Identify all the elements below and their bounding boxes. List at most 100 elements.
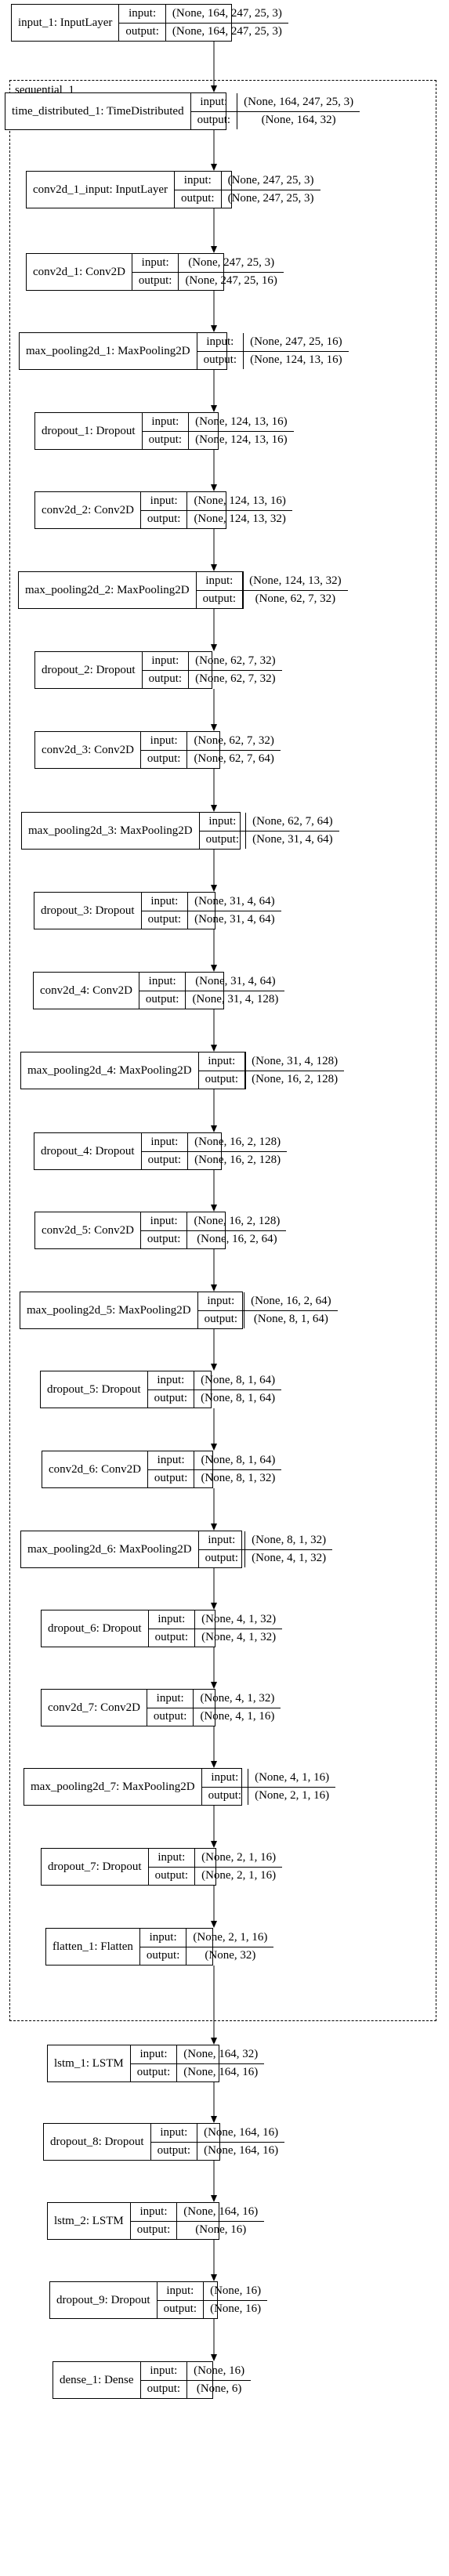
arrowhead-icon bbox=[211, 2354, 217, 2361]
port-labels: input:output: bbox=[196, 572, 244, 608]
port-labels: input:output: bbox=[119, 5, 166, 41]
layer-name: conv2d_4: Conv2D bbox=[34, 973, 139, 1009]
input-port-label: input: bbox=[157, 2282, 204, 2301]
shape-values: (None, 124, 13, 16)(None, 124, 13, 32) bbox=[187, 492, 292, 528]
output-shape: (None, 16, 2, 64) bbox=[197, 1233, 277, 1246]
layer-name: dense_1: Dense bbox=[53, 2362, 141, 2398]
port-labels: input:output: bbox=[141, 1133, 189, 1169]
input-shape: (None, 4, 1, 32) bbox=[194, 1690, 281, 1708]
shape-values: (None, 164, 16)(None, 164, 16) bbox=[197, 2124, 285, 2160]
shape-values: (None, 16, 2, 128)(None, 16, 2, 128) bbox=[188, 1133, 288, 1169]
input-shape: (None, 4, 1, 32) bbox=[195, 1610, 283, 1629]
input-shape: (None, 16) bbox=[204, 2282, 268, 2301]
arrowhead-icon bbox=[211, 2274, 217, 2281]
output-port-label: output: bbox=[147, 752, 181, 766]
layer-name: conv2d_2: Conv2D bbox=[35, 492, 141, 528]
layer-name: max_pooling2d_4: MaxPooling2D bbox=[21, 1053, 199, 1089]
input-shape: (None, 16, 2, 128) bbox=[187, 1212, 287, 1231]
output-port-label: output: bbox=[146, 1949, 180, 1962]
port-labels: input:output: bbox=[141, 893, 189, 929]
arrowhead-icon bbox=[211, 2116, 217, 2123]
input-port-label: input: bbox=[140, 492, 187, 511]
input-shape: (None, 247, 25, 3) bbox=[221, 172, 320, 190]
shape-values: (None, 247, 25, 3)(None, 247, 25, 16) bbox=[179, 254, 284, 290]
port-labels: input:output: bbox=[147, 1371, 195, 1408]
layer-name: max_pooling2d_3: MaxPooling2D bbox=[22, 813, 200, 849]
arrowhead-icon bbox=[211, 325, 217, 332]
output-port-label: output: bbox=[208, 1789, 242, 1802]
arrowhead-icon bbox=[211, 1682, 217, 1689]
output-shape: (None, 8, 1, 32) bbox=[201, 1472, 276, 1485]
output-port-label: output: bbox=[205, 833, 240, 846]
output-port-label: output: bbox=[204, 1313, 238, 1326]
input-shape: (None, 62, 7, 32) bbox=[189, 652, 282, 671]
arrowhead-icon bbox=[211, 1841, 217, 1848]
output-shape: (None, 247, 25, 3) bbox=[227, 192, 314, 205]
port-labels: input: output: bbox=[140, 492, 188, 528]
arrowhead-icon bbox=[211, 1045, 217, 1052]
port-labels: input:output: bbox=[140, 1212, 188, 1248]
input-shape: (None, 247, 25, 3) bbox=[179, 254, 284, 273]
output-shape: (None, 124, 13, 16) bbox=[250, 353, 342, 367]
output-port-label: output: bbox=[163, 2302, 197, 2316]
shape-values: (None, 164, 247, 25, 3)(None, 164, 247, … bbox=[165, 5, 288, 41]
output-port-label: output: bbox=[145, 993, 179, 1006]
shape-values: (None, 31, 4, 128)(None, 16, 2, 128) bbox=[245, 1053, 345, 1089]
shape-values: (None, 4, 1, 16)(None, 2, 1, 16) bbox=[248, 1769, 336, 1805]
input-shape: (None, 62, 7, 64) bbox=[246, 813, 339, 831]
input-shape: (None, 16) bbox=[187, 2362, 252, 2381]
port-labels: input:output: bbox=[148, 1610, 196, 1647]
port-labels: input:output: bbox=[142, 652, 190, 688]
input-port-label: input: bbox=[140, 732, 187, 751]
output-port-label: output: bbox=[197, 114, 231, 127]
input-port-label: input: bbox=[142, 413, 189, 432]
output-port-label: output: bbox=[203, 353, 237, 367]
arrowhead-icon bbox=[211, 1284, 217, 1292]
layer-name: dropout_1: Dropout bbox=[35, 413, 143, 449]
output-port-label: output: bbox=[205, 1552, 239, 1565]
arrowhead-icon bbox=[211, 1205, 217, 1212]
layer-name: dropout_2: Dropout bbox=[35, 652, 143, 688]
shape-values: (None, 16, 2, 64)(None, 8, 1, 64) bbox=[244, 1292, 338, 1328]
input-port-label: input: bbox=[198, 1053, 245, 1071]
port-labels: input:output: bbox=[148, 1849, 196, 1885]
output-port-label: output: bbox=[147, 513, 181, 526]
input-shape: (None, 247, 25, 16) bbox=[244, 333, 349, 352]
shape-values: (None, 124, 13, 16)(None, 124, 13, 16) bbox=[189, 413, 294, 449]
output-shape: (None, 62, 7, 32) bbox=[255, 592, 336, 606]
arrowhead-icon bbox=[211, 2195, 217, 2202]
input-port-label: input: bbox=[147, 1690, 194, 1708]
input-shape: (None, 31, 4, 64) bbox=[188, 893, 281, 911]
port-labels: input:output: bbox=[190, 93, 238, 129]
input-shape: (None, 164, 247, 25, 3) bbox=[237, 93, 360, 112]
output-shape: (None, 31, 4, 64) bbox=[194, 913, 275, 926]
shape-values: (None, 164, 247, 25, 3)(None, 164, 32) bbox=[237, 93, 360, 129]
output-shape: (None, 32) bbox=[205, 1949, 256, 1962]
arrowhead-icon bbox=[211, 1364, 217, 1371]
input-port-label: input: bbox=[139, 1929, 186, 1947]
input-port-label: input: bbox=[199, 813, 246, 831]
output-shape: (None, 2, 1, 16) bbox=[255, 1789, 330, 1802]
shape-values: (None, 16, 2, 128) (None, 16, 2, 64) bbox=[187, 1212, 287, 1248]
shape-values: (None, 2, 1, 16)(None, 32) bbox=[186, 1929, 274, 1965]
layer-name: dropout_5: Dropout bbox=[41, 1371, 148, 1408]
port-labels: input:output: bbox=[157, 2282, 205, 2318]
output-shape: (None, 124, 13, 16) bbox=[195, 433, 288, 447]
